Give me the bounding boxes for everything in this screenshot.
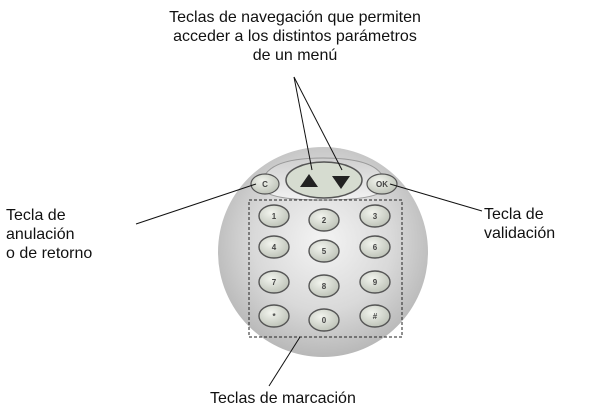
- keypad-key-text: 9: [373, 278, 378, 287]
- keypad-key-7[interactable]: 7: [258, 270, 290, 294]
- keypad-key-hash[interactable]: #: [359, 304, 391, 328]
- keypad-key-text: #: [373, 312, 378, 321]
- ok-key[interactable]: OK: [366, 173, 398, 195]
- dial-leader-line: [268, 336, 301, 387]
- navigation-keys-label: Teclas de navegación que permiten accede…: [130, 8, 460, 65]
- cancel-label-line-3: o de retorno: [6, 245, 93, 262]
- cancel-label-line-1: Tecla de: [6, 207, 66, 224]
- validate-key-label: Tecla de validación: [484, 205, 555, 243]
- down-arrow-icon[interactable]: [332, 176, 350, 189]
- validate-leader-line: [389, 183, 483, 212]
- keypad-key-text: 7: [272, 278, 277, 287]
- dial-keys-frame: [248, 199, 403, 338]
- keypad-key-text: 1: [272, 212, 277, 221]
- keypad-key-1[interactable]: 1: [258, 204, 290, 228]
- cancel-leader-line: [135, 183, 257, 225]
- cancel-key-label-text: C: [262, 180, 268, 189]
- navigation-label-line-3: de un menú: [252, 47, 338, 64]
- keypad-key-text: 8: [322, 282, 327, 291]
- validate-label-line-1: Tecla de: [484, 206, 544, 223]
- cancel-key-label: Tecla de anulación o de retorno: [6, 206, 92, 263]
- navigation-leader-line-down: [293, 76, 343, 171]
- keypad-key-text: 3: [373, 212, 378, 221]
- keypad: 1 2 3 4 5 6 7 8 9 * 0 #: [258, 204, 391, 332]
- cancel-label-line-2: anulación: [6, 226, 75, 243]
- navigation-label-line-2: acceder a los distintos parámetros: [173, 28, 417, 45]
- keypad-key-text: *: [272, 312, 276, 321]
- keypad-key-text: 6: [373, 243, 378, 252]
- keypad-key-2[interactable]: 2: [308, 208, 340, 232]
- navigation-leader-line-up: [293, 76, 313, 171]
- keypad-key-text: 5: [322, 247, 327, 256]
- keypad-key-9[interactable]: 9: [359, 270, 391, 294]
- keypad-key-3[interactable]: 3: [359, 204, 391, 228]
- navigation-label-line-1: Teclas de navegación que permiten: [169, 9, 421, 26]
- keypad-key-text: 0: [322, 316, 327, 325]
- navigation-key[interactable]: [285, 161, 363, 199]
- keypad-key-8[interactable]: 8: [308, 274, 340, 298]
- keypad-key-star[interactable]: *: [258, 304, 290, 328]
- keypad-key-6[interactable]: 6: [359, 235, 391, 259]
- keypad-key-text: 2: [322, 216, 327, 225]
- up-arrow-icon[interactable]: [300, 174, 318, 187]
- keypad-key-5[interactable]: 5: [308, 239, 340, 263]
- keypad-key-text: 4: [272, 243, 277, 252]
- dial-keys-label: Teclas de marcación: [210, 390, 356, 407]
- ok-key-label-text: OK: [376, 180, 388, 189]
- cancel-key[interactable]: C: [250, 173, 280, 195]
- keypad-key-4[interactable]: 4: [258, 235, 290, 259]
- keypad-key-0[interactable]: 0: [308, 308, 340, 332]
- validate-label-line-2: validación: [484, 225, 556, 242]
